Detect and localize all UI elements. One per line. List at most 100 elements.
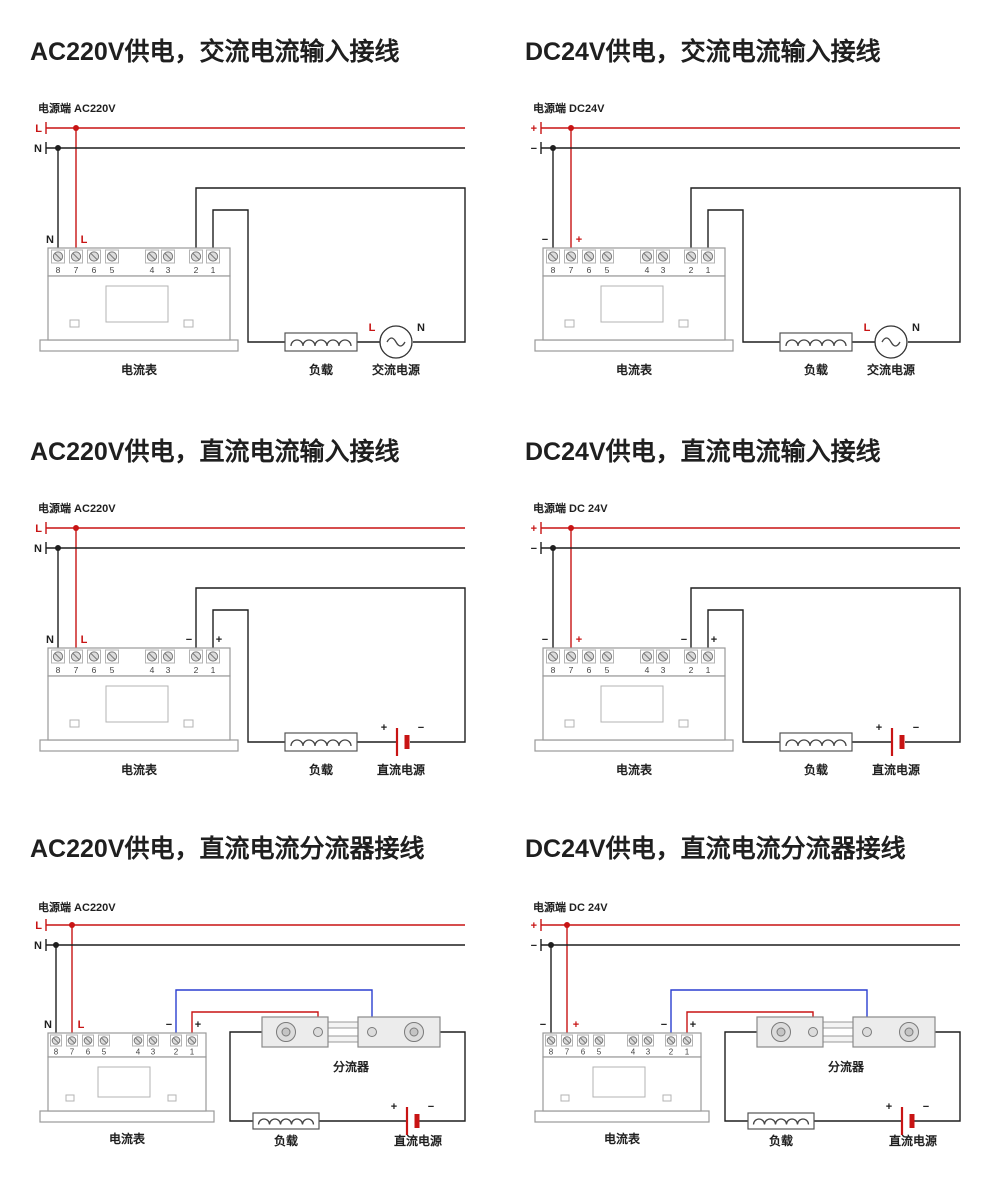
ammeter: [39, 247, 239, 352]
battery-minus-label: −: [923, 1101, 929, 1113]
power-terminal-label: 电源端 DC 24V: [533, 501, 608, 515]
shunt: [756, 1016, 936, 1048]
terminal7-polarity-label: +: [576, 234, 582, 246]
source-neutral-label: N: [912, 322, 920, 334]
output-wire-outer: [690, 587, 961, 743]
shunt-load-wire: [724, 1031, 758, 1122]
panel-title: DC24V供电，直流电流分流器接线: [525, 834, 906, 863]
terminal8-polarity-label: −: [542, 234, 548, 246]
load-caption: 负载: [309, 362, 333, 377]
shunt-caption: 分流器: [333, 1059, 370, 1074]
ammeter: [39, 647, 239, 752]
panel-ac220-dc-input: AC220V供电，直流电流输入接线 电源端 AC220V L N N L − +…: [30, 437, 466, 777]
rail-top-label: L: [35, 523, 42, 535]
load: [284, 732, 358, 752]
shunt-battery-wire: [419, 1031, 466, 1122]
load: [747, 1112, 815, 1130]
load-caption: 负载: [804, 362, 828, 377]
power-terminal-label: 电源端 AC220V: [38, 101, 116, 115]
terminal8-polarity-label: N: [46, 634, 54, 646]
source-caption: 交流电源: [372, 362, 420, 377]
source-caption: 直流电源: [377, 762, 425, 777]
terminal7-polarity-label: L: [81, 234, 88, 246]
ammeter: [534, 647, 734, 752]
terminal1-polarity-label: +: [690, 1019, 696, 1031]
load: [252, 1112, 320, 1130]
output-wire-outer: [195, 187, 466, 343]
battery-minus-label: −: [913, 722, 919, 734]
dc-source: [902, 1107, 912, 1135]
source-live-label: L: [864, 322, 871, 334]
rail-bottom-label: −: [531, 940, 537, 952]
terminal1-polarity-label: +: [195, 1019, 201, 1031]
output-wire-inner: [212, 209, 286, 343]
ammeter-caption: 电流表: [121, 762, 158, 777]
rail-bottom-label: N: [34, 543, 42, 555]
panel-dc24-dc-shunt: DC24V供电，直流电流分流器接线 电源端 DC 24V + − − + − +…: [525, 834, 961, 1148]
battery-minus-label: −: [428, 1101, 434, 1113]
output-wire-outer: [195, 587, 466, 743]
rail-top-label: L: [35, 123, 42, 135]
source-live-label: L: [369, 322, 376, 334]
terminal1-polarity-label: +: [711, 634, 717, 646]
power-terminal-label: 电源端 DC 24V: [533, 900, 608, 914]
load: [779, 332, 853, 352]
ammeter: [39, 1032, 215, 1123]
terminal8-polarity-label: −: [542, 634, 548, 646]
rail-top-label: +: [531, 523, 537, 535]
output-wire-inner: [707, 209, 781, 343]
load-caption: 负载: [274, 1133, 298, 1148]
load-caption: 负载: [769, 1133, 793, 1148]
output-wire-inner: [212, 609, 286, 743]
terminal8-polarity-label: −: [540, 1019, 546, 1031]
panel-title: AC220V供电，直流电流分流器接线: [30, 834, 425, 863]
panel-dc24-dc-input: DC24V供电，直流电流输入接线 电源端 DC 24V + − − + − + …: [525, 437, 961, 777]
dc-source: [407, 1107, 417, 1135]
rail-top-label: +: [531, 920, 537, 932]
ammeter-caption: 电流表: [604, 1131, 641, 1146]
shunt-battery-wire: [914, 1031, 961, 1122]
ac-source: [379, 325, 413, 359]
load-caption: 负载: [804, 762, 828, 777]
terminal7-polarity-label: +: [576, 634, 582, 646]
load-caption: 负载: [309, 762, 333, 777]
panel-title: DC24V供电，交流电流输入接线: [525, 37, 881, 66]
source-caption: 直流电源: [889, 1133, 937, 1148]
rail-top-label: L: [35, 920, 42, 932]
power-terminal-label: 电源端 AC220V: [38, 900, 116, 914]
terminal7-polarity-label: +: [573, 1019, 579, 1031]
source-caption: 直流电源: [394, 1133, 442, 1148]
terminal2-polarity-label: −: [661, 1019, 667, 1031]
source-neutral-label: N: [417, 322, 425, 334]
shunt-load-wire: [229, 1031, 263, 1122]
battery-plus-label: +: [886, 1101, 892, 1113]
ammeter-caption: 电流表: [109, 1131, 146, 1146]
panel-title: AC220V供电，交流电流输入接线: [30, 37, 400, 66]
source-caption: 直流电源: [872, 762, 920, 777]
rail-bottom-label: N: [34, 940, 42, 952]
terminal1-polarity-label: +: [216, 634, 222, 646]
sense-wire-negative: [175, 989, 373, 1041]
ammeter-caption: 电流表: [121, 362, 158, 377]
dc-source: [397, 728, 407, 756]
ammeter-caption: 电流表: [616, 362, 653, 377]
panel-ac220-dc-shunt: AC220V供电，直流电流分流器接线 电源端 AC220V L N N L − …: [30, 834, 466, 1148]
load: [284, 332, 358, 352]
panel-ac220-ac-input: AC220V供电，交流电流输入接线 电源端 AC220V L N N L L N…: [30, 37, 466, 377]
rail-bottom-label: −: [531, 143, 537, 155]
ac-source: [874, 325, 908, 359]
battery-minus-label: −: [418, 722, 424, 734]
load: [779, 732, 853, 752]
output-wire-inner: [707, 609, 781, 743]
panel-title: AC220V供电，直流电流输入接线: [30, 437, 400, 466]
sense-wire-negative: [670, 989, 868, 1041]
rail-bottom-label: −: [531, 543, 537, 555]
ammeter: [534, 1032, 710, 1123]
battery-plus-label: +: [391, 1101, 397, 1113]
power-terminal-label: 电源端 DC24V: [533, 101, 605, 115]
source-caption: 交流电源: [867, 362, 915, 377]
terminal8-polarity-label: N: [44, 1019, 52, 1031]
shunt-caption: 分流器: [828, 1059, 865, 1074]
panel-title: DC24V供电，直流电流输入接线: [525, 437, 881, 466]
